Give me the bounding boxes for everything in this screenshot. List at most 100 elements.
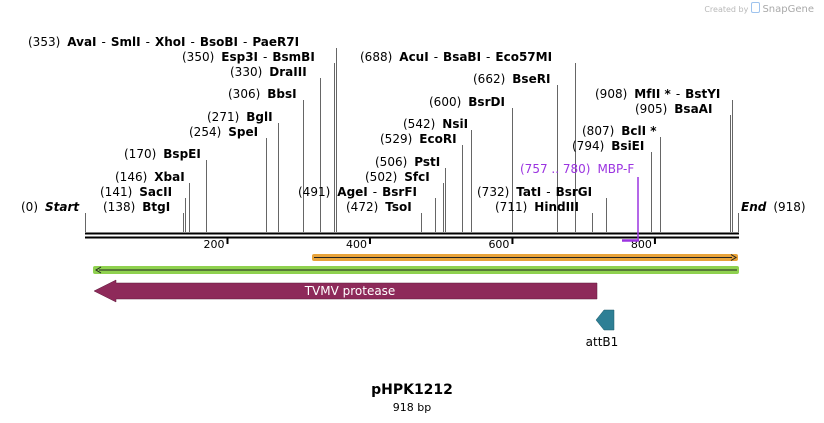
site-position: (732) [477,185,509,199]
site-label[interactable]: (271) BglI [207,110,273,124]
enzyme-name: BspEI [163,147,201,161]
start-label: (0)Start [21,200,80,214]
site-position: (794) [572,139,604,153]
enzyme-name: EcoRI [419,132,456,146]
site-label-separator: - [102,35,106,49]
site-label[interactable]: (542) NsiI [403,117,468,131]
site-label[interactable]: (146) XbaI [115,170,185,184]
site-label[interactable]: (908)MfII *-BstYI [595,87,720,101]
enzyme-name: DraIII [269,65,306,79]
site-label[interactable]: (170) BspEI [124,147,201,161]
site-label-separator: - [486,50,490,64]
site-position: (688) [360,50,392,64]
site-label[interactable]: (254) SpeI [189,125,258,139]
site-position: (353) [28,35,60,49]
tvmv-protease-feature[interactable] [93,279,598,303]
site-position: (711) [495,200,527,214]
enzyme-name: AcuI [399,50,428,64]
enzyme-name: SacII [139,185,172,199]
enzyme-name: NsiI [442,117,468,131]
ruler-tick-label: 400 [346,238,367,251]
site-position: (271) [207,110,239,124]
site-label[interactable]: (306)BbsI [228,87,297,101]
enzyme-name: TsoI [385,200,411,214]
enzyme-name: AgeI [337,185,367,199]
site-label-separator: - [263,50,267,64]
site-label[interactable]: (905)BsaAI [635,102,712,116]
attb1-feature[interactable] [595,309,615,331]
site-position: (254) [189,125,221,139]
snapgene-logo-icon [750,2,760,13]
enzyme-name: BsaAI [674,102,712,116]
ruler-tick-label: 200 [203,238,224,251]
enzyme-name: AvaI [67,35,96,49]
site-label[interactable]: (732)TatI-BsrGI [477,185,592,199]
site-label[interactable]: (138)BtgI [103,200,170,214]
site-label[interactable]: (688)AcuI-BsaBI-Eco57MI [360,50,552,64]
created-by-text: Created by [704,5,749,14]
site-position: (542) [403,117,435,131]
site-label[interactable]: (506) PstI [375,155,440,169]
site-label[interactable]: (711) HindIII [495,200,579,214]
site-position: (138) [103,200,135,214]
site-position: (506) [375,155,407,169]
orange-bar-arrowhead [730,254,737,261]
plasmid-length: 918 bp [392,401,432,414]
site-label[interactable]: (330) DraIII [230,65,307,79]
site-position: (662) [473,72,505,86]
site-position: (170) [124,147,156,161]
enzyme-name: BseRI [512,72,550,86]
site-labels: (353)AvaI-SmlI-XhoI-BsoBI-PaeR7I(350)Esp… [28,35,720,214]
enzyme-name: BsrGI [556,185,593,199]
site-label[interactable]: (353)AvaI-SmlI-XhoI-BsoBI-PaeR7I [28,35,299,49]
enzyme-name: Esp3I [221,50,258,64]
tvmv-protease-label: TVMV protease [304,284,396,298]
site-label[interactable]: (141)SacII [100,185,172,199]
site-label[interactable]: (502) SfcI [365,170,430,184]
snapgene-credit: Created by SnapGene [704,2,814,15]
site-label-separator: - [676,87,680,101]
site-label-separator: - [146,35,150,49]
site-label[interactable]: (472) TsoI [346,200,412,214]
enzyme-name: XbaI [154,170,184,184]
enzyme-name: BglI [246,110,272,124]
site-label-separator: - [434,50,438,64]
site-position: (146) [115,170,147,184]
site-label[interactable]: (350) Esp3I-BsmBI [182,50,315,64]
enzyme-name: PaeR7I [252,35,299,49]
site-label[interactable]: (794) BsiEI [572,139,644,153]
end-label: End(918) [741,200,806,214]
site-position: (502) [365,170,397,184]
enzyme-name: TatI [516,185,541,199]
site-label[interactable]: (807)BclI * [582,124,657,138]
enzyme-name: PstI [414,155,440,169]
attb1-label: attB1 [586,335,619,349]
enzyme-name: SfcI [404,170,429,184]
site-position: (350) [182,50,214,64]
enzyme-name: BsrDI [468,95,505,109]
enzyme-name: BsmBI [272,50,314,64]
enzyme-name: Eco57MI [495,50,552,64]
site-label[interactable]: (600)BsrDI [429,95,505,109]
site-position: (491) [298,185,330,199]
site-label-separator: - [373,185,377,199]
plasmid-name: pHPK1212 [371,382,453,398]
enzyme-name: BsiEI [611,139,644,153]
enzyme-name: BstYI [685,87,720,101]
snapgene-brand: SnapGene [762,4,814,15]
site-label[interactable]: (491)AgeI-BsrFI [298,185,417,199]
enzyme-name: HindIII [534,200,579,214]
site-position: (306) [228,87,260,101]
enzyme-name: SpeI [228,125,258,139]
site-position: (529) [380,132,412,146]
site-position: (330) [230,65,262,79]
enzyme-name: MfII * [634,87,671,101]
site-label[interactable]: (529) EcoRI [380,132,457,146]
ruler-tick-label: 600 [488,238,509,251]
site-label[interactable]: (662) BseRI [473,72,550,86]
site-position: (472) [346,200,378,214]
site-position: (807) [582,124,614,138]
enzyme-name: SmlI [111,35,141,49]
